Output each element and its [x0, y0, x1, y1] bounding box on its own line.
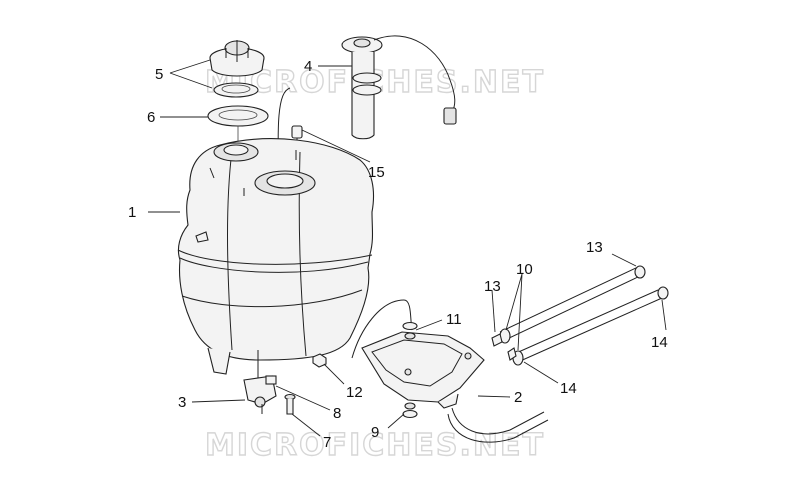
cap-seal-ring [213, 82, 259, 98]
nut-12 [312, 353, 327, 368]
callout-8: 8 [333, 405, 341, 422]
callout-4: 4 [304, 58, 312, 75]
callout-9: 9 [371, 424, 379, 441]
filler-cap [209, 40, 265, 77]
fuel-tap [243, 375, 277, 414]
washer-9 [402, 402, 418, 419]
callout-14-right: 14 [651, 334, 668, 351]
callout-14-lower: 14 [560, 380, 577, 397]
callout-13-right: 13 [586, 239, 603, 256]
callout-11: 11 [446, 311, 462, 328]
callout-7: 7 [323, 434, 331, 451]
watermark-bottom: MICROFICHES.NET [205, 428, 545, 463]
callout-10: 10 [516, 261, 533, 278]
callout-3: 3 [178, 394, 186, 411]
callout-2: 2 [514, 389, 522, 406]
drain-hose [351, 299, 413, 359]
fuel-tank [177, 138, 375, 378]
tank-bracket [361, 331, 485, 409]
callout-15: 15 [368, 164, 385, 181]
fuel-level-sender [341, 35, 457, 140]
callout-5: 5 [155, 66, 163, 83]
callout-6: 6 [147, 109, 155, 126]
bolt-7 [284, 393, 296, 415]
vent-hoses [491, 265, 669, 366]
callout-1: 1 [128, 204, 136, 221]
washer-11 [402, 321, 418, 340]
gasket [207, 105, 269, 127]
outlet-pipe-inner [447, 413, 549, 443]
callout-13-left: 13 [484, 278, 501, 295]
outlet-pipe [451, 407, 545, 435]
callout-12: 12 [346, 384, 363, 401]
